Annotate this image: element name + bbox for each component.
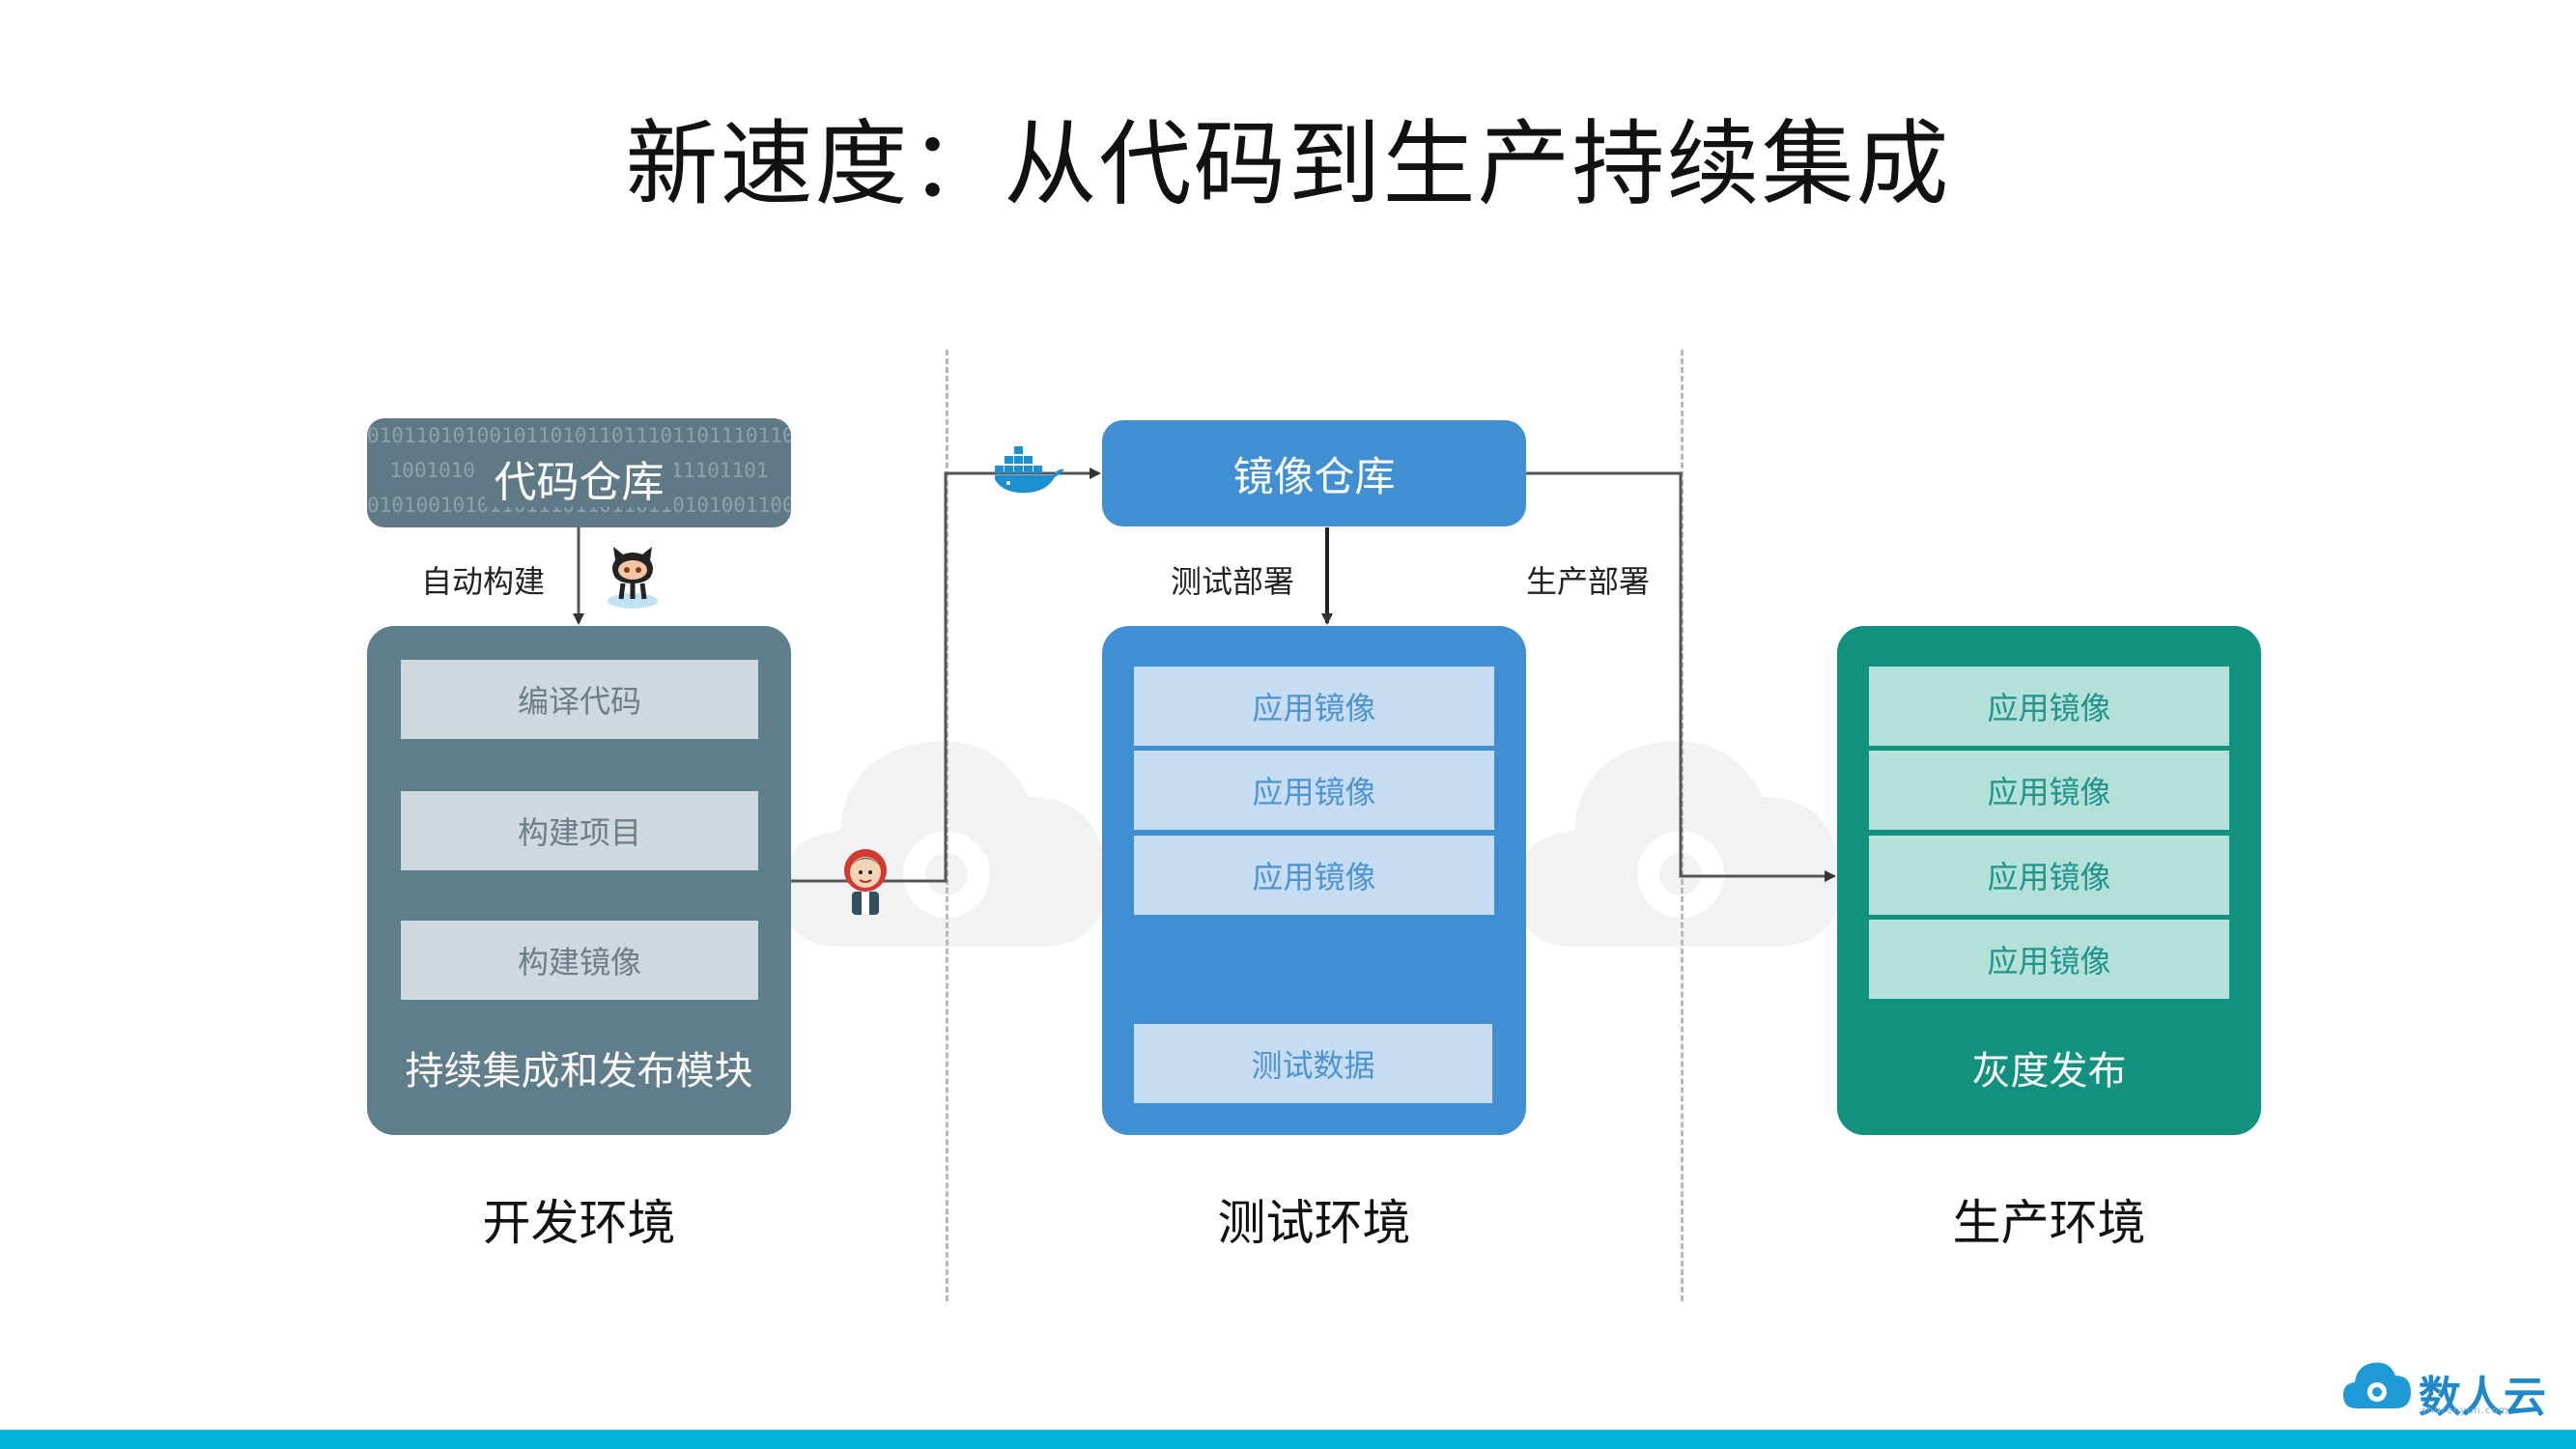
test-environment-panel: 应用镜像 应用镜像 应用镜像 测试数据 <box>1102 626 1526 1135</box>
app-image: 应用镜像 <box>1134 751 1494 830</box>
page-title: 新速度：从代码到生产持续集成 <box>625 110 1951 218</box>
image-registry: 镜像仓库 <box>1102 420 1526 526</box>
code-repository: 010110101001011010110111011011101101 100… <box>367 418 791 527</box>
app-image: 应用镜像 <box>1134 836 1494 915</box>
github-octocat-icon <box>608 547 658 609</box>
dev-environment-label: 开发环境 <box>482 1195 676 1251</box>
app-image: 应用镜像 <box>1134 667 1494 746</box>
app-image: 应用镜像 <box>1869 751 2229 830</box>
code-repository-label: 代码仓库 <box>484 458 674 507</box>
jenkins-butler-icon <box>844 849 887 915</box>
ci-release-module-panel: 编译代码 构建项目 构建镜像 持续集成和发布模块 <box>367 626 791 1135</box>
test-deploy-label: 测试部署 <box>1171 563 1295 600</box>
bottom-accent-bar <box>0 1430 2576 1449</box>
docker-whale-icon <box>995 446 1064 494</box>
binary-line: 010110101001011010110111011011101101 <box>367 424 791 447</box>
gray-release-panel: 应用镜像 应用镜像 应用镜像 应用镜像 灰度发布 <box>1837 626 2261 1135</box>
compile-code-step: 编译代码 <box>401 660 758 739</box>
app-image: 应用镜像 <box>1869 920 2229 999</box>
company-domain: shurenyun.com <box>2421 1406 2509 1416</box>
prod-environment-label: 生产环境 <box>1952 1195 2146 1251</box>
test-environment-label: 测试环境 <box>1217 1195 1411 1251</box>
ci-release-module-label: 持续集成和发布模块 <box>405 1049 753 1094</box>
build-project-step: 构建项目 <box>401 791 758 870</box>
auto-build-label: 自动构建 <box>421 563 546 600</box>
gray-release-label: 灰度发布 <box>1971 1049 2127 1094</box>
build-image-step: 构建镜像 <box>401 921 758 1000</box>
company-logo-text: 数人云 <box>2419 1373 2546 1422</box>
shurenyun-logo-icon <box>2343 1362 2411 1408</box>
test-data: 测试数据 <box>1134 1024 1492 1103</box>
app-image: 应用镜像 <box>1869 836 2229 915</box>
prod-deploy-label: 生产部署 <box>1526 563 1651 600</box>
app-image: 应用镜像 <box>1869 667 2229 746</box>
